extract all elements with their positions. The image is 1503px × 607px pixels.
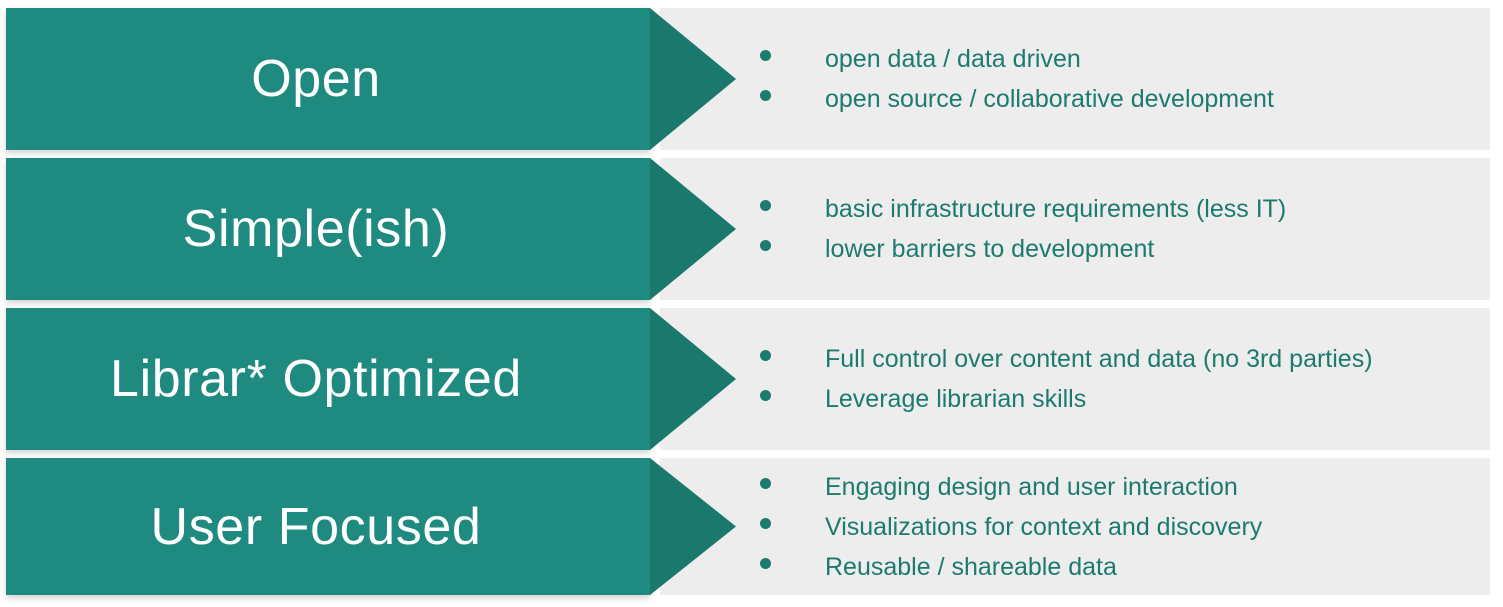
chevron-row-library-optimized: Librar* Optimized Full control over cont… [0,308,1503,450]
bullet-dot-icon [760,390,771,401]
content-panel-open [660,8,1490,150]
bullet-dot-icon [760,200,771,211]
content-panel-library-optimized [660,308,1490,450]
bullet-text: basic infrastructure requirements (less … [825,195,1287,223]
list-item: Reusable / shareable data [760,549,1480,585]
chevron-label-open: Open [251,50,381,108]
list-item: basic infrastructure requirements (less … [760,191,1480,227]
list-item: open data / data driven [760,41,1480,77]
list-item: Full control over content and data (no 3… [760,341,1480,377]
chevron-row-simple: Simple(ish) basic infrastructure require… [0,158,1503,300]
content-panel-user-focused [660,458,1490,595]
bullet-list-open: open data / data driven open source / co… [760,8,1480,150]
chevron-bar-simple [6,158,650,300]
bullet-text: Reusable / shareable data [825,552,1117,581]
chevron-bar-library-optimized [6,308,650,450]
bullet-text: Engaging design and user interaction [825,472,1238,501]
bullet-list-library-optimized: Full control over content and data (no 3… [760,308,1480,450]
content-panel-simple [660,158,1490,300]
chevron-label-simple: Simple(ish) [182,200,450,258]
bullet-list-user-focused: Engaging design and user interaction Vis… [760,458,1480,595]
bullet-dot-icon [760,517,771,529]
chevron-row-open: Open open data / data driven open source… [0,8,1503,150]
chevron-bar-open [6,8,650,150]
list-item: Leverage librarian skills [760,381,1480,417]
bullet-text: lower barriers to development [825,235,1155,263]
chevron-label-library-optimized: Librar* Optimized [110,350,522,408]
bullet-text: Full control over content and data (no 3… [825,345,1373,373]
bullet-dot-icon [760,350,771,361]
bullet-dot-icon [760,477,771,489]
list-item: lower barriers to development [760,231,1480,267]
bullet-dot-icon [760,240,771,251]
bullet-dot-icon [760,50,771,61]
list-item: open source / collaborative development [760,81,1480,117]
bullet-text: open source / collaborative development [825,85,1274,113]
chevron-label-user-focused: User Focused [150,497,482,556]
bullet-text: open data / data driven [825,45,1081,73]
list-item: Engaging design and user interaction [760,469,1480,505]
list-item: Visualizations for context and discovery [760,509,1480,545]
bullet-dot-icon [760,557,771,569]
bullet-list-simple: basic infrastructure requirements (less … [760,158,1480,300]
bullet-dot-icon [760,90,771,101]
chevron-row-user-focused: User Focused Engaging design and user in… [0,458,1503,595]
chevron-bar-user-focused [6,458,650,595]
bullet-text: Visualizations for context and discovery [825,512,1263,541]
bullet-text: Leverage librarian skills [825,385,1087,413]
